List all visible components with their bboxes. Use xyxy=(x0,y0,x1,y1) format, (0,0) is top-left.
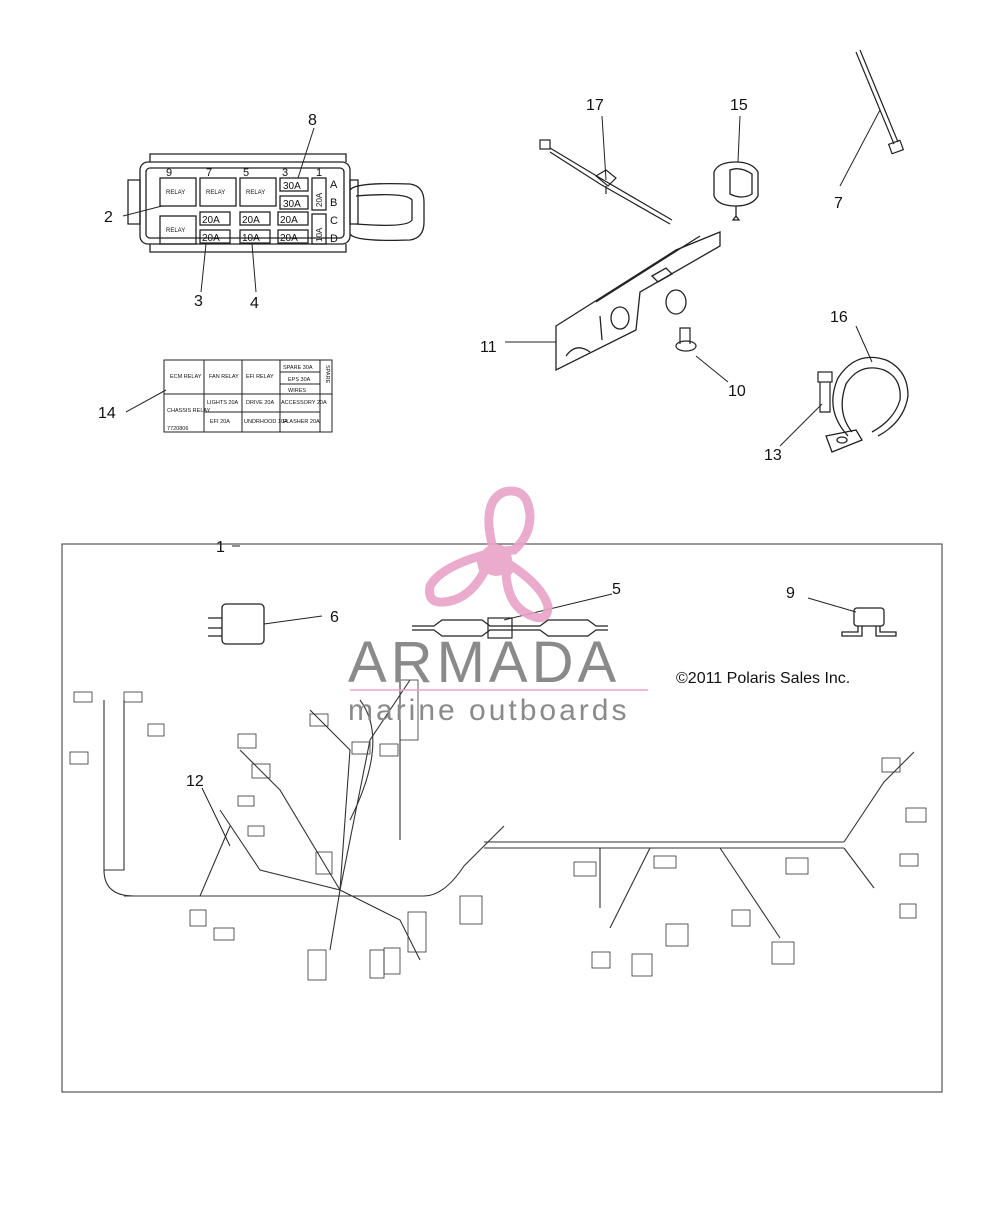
harness-kit-frame xyxy=(61,543,943,1093)
fuse-cd1: 10A xyxy=(315,227,324,242)
callout-12: 12 xyxy=(186,773,204,790)
callout-7: 7 xyxy=(834,195,843,212)
decal-spare30: SPARE 30A xyxy=(283,365,313,371)
decal-lights: LIGHTS 20A xyxy=(207,400,239,406)
armada-logo-icon xyxy=(425,486,553,623)
fuse-col-3: 3 xyxy=(282,167,288,179)
callout-16: 16 xyxy=(830,309,848,326)
decal-spare: SPARE xyxy=(324,365,330,384)
fuse-label-text: ECM RELAY FAN RELAY EFI RELAY SPARE 30A … xyxy=(167,365,330,432)
p-clamp xyxy=(825,356,909,453)
decal-chassis: CHASSIS RELAY xyxy=(167,408,211,414)
fuse-c3: 20A xyxy=(280,215,298,226)
decal-efi20: EFI 20A xyxy=(210,419,230,425)
callout-2: 2 xyxy=(104,209,113,226)
fuse-c7: 20A xyxy=(202,215,220,226)
decal-efi: EFI RELAY xyxy=(246,374,274,380)
fuse-label-decal xyxy=(163,359,333,433)
fuse-row-c: C xyxy=(330,215,338,227)
fuse-d3: 20A xyxy=(280,233,298,244)
push-rivet xyxy=(675,327,697,352)
callout-1: 1 xyxy=(216,539,225,556)
fuse-col-1: 1 xyxy=(316,167,322,179)
leader-lines xyxy=(122,109,881,847)
callout-9: 9 xyxy=(786,585,795,602)
fuse-col-9: 9 xyxy=(166,167,172,179)
callout-3: 3 xyxy=(194,293,203,310)
callout-11: 11 xyxy=(480,339,497,356)
harness-tags xyxy=(69,679,927,981)
circuit-breaker xyxy=(841,607,897,637)
fuse-row-b: B xyxy=(330,197,337,209)
connector-body xyxy=(713,161,759,221)
fuse-col-7: 7 xyxy=(206,167,212,179)
cable-tie xyxy=(855,49,905,155)
relay-label-4: RELAY xyxy=(166,228,185,234)
fuse-b3: 30A xyxy=(283,199,301,210)
callout-17: 17 xyxy=(586,97,604,114)
callouts: 1 2 3 4 5 6 7 8 9 10 11 12 13 14 15 16 1… xyxy=(98,97,848,790)
relay xyxy=(208,603,265,645)
relay-label-1: RELAY xyxy=(166,190,185,196)
decal-fan: FAN RELAY xyxy=(209,374,239,380)
fuse-col-5: 5 xyxy=(243,167,249,179)
callout-5: 5 xyxy=(612,581,621,598)
fuse-c5: 20A xyxy=(242,215,260,226)
decal-drive: DRIVE 20A xyxy=(246,400,274,406)
fuse-box-labels: 9 7 5 3 1 A B C D RELAY RELAY RELAY RELA… xyxy=(166,167,338,245)
callout-14: 14 xyxy=(98,405,116,422)
fuse-d7: 20A xyxy=(202,233,220,244)
zip-tie-clip xyxy=(539,139,673,225)
relay-label-2: RELAY xyxy=(206,190,225,196)
watermark-title: ARMADA xyxy=(348,630,620,695)
watermark-subtitle: marine outboards xyxy=(348,694,629,727)
fuse-row-a: A xyxy=(330,179,338,191)
fuse-box xyxy=(127,153,425,253)
callout-4: 4 xyxy=(250,295,259,312)
bracket xyxy=(555,231,721,372)
decal-wires: WIRES xyxy=(288,388,306,394)
callout-6: 6 xyxy=(330,609,339,626)
wire-harness xyxy=(103,679,915,961)
relay-label-3: RELAY xyxy=(246,190,265,196)
callout-13: 13 xyxy=(764,447,782,464)
fuse-row-d: D xyxy=(330,233,338,245)
decal-accessory: ACCESSORY 20A xyxy=(281,400,327,406)
callout-10: 10 xyxy=(728,383,746,400)
decal-code: 7720806 xyxy=(167,426,188,432)
bolt xyxy=(817,371,833,413)
fuse-ab1: 20A xyxy=(315,192,324,207)
callout-15: 15 xyxy=(730,97,748,114)
decal-ecm: ECM RELAY xyxy=(170,374,202,380)
fuse-d5: 10A xyxy=(242,233,260,244)
copyright-text: ©2011 Polaris Sales Inc. xyxy=(676,670,850,687)
decal-eps: EPS 30A xyxy=(288,377,311,383)
decal-underhood: UNDRHOOD 10A xyxy=(244,419,288,425)
callout-8: 8 xyxy=(308,112,317,129)
fuse-a3: 30A xyxy=(283,181,301,192)
inline-fuse-holder xyxy=(412,617,608,639)
decal-flasher: FLASHER 20A xyxy=(283,419,320,425)
